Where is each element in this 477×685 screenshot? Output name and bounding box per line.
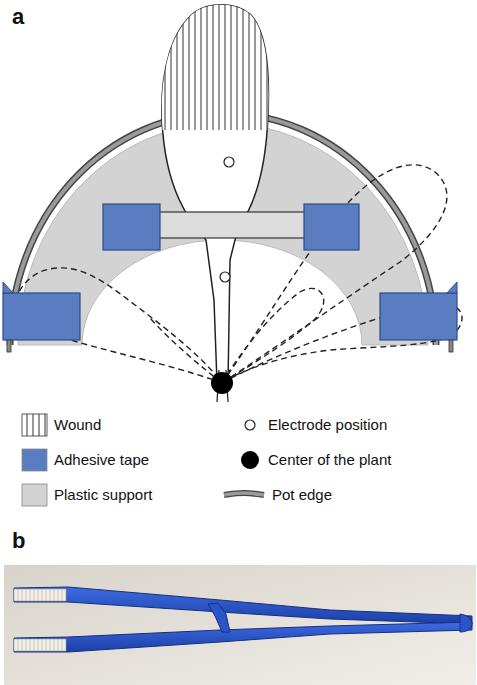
legend-text: Center of the plant [268, 450, 391, 470]
electrode [220, 272, 230, 282]
tweezers-end [460, 614, 472, 632]
tape-flap [447, 282, 457, 293]
center-symbol [241, 451, 259, 469]
legend-sample [22, 484, 47, 506]
legend-sample [224, 493, 264, 495]
pot-pin [7, 340, 11, 352]
tape-flap [3, 282, 13, 293]
leaf-position-outline [222, 288, 324, 383]
tip-texture [18, 589, 62, 651]
legend-sample [22, 414, 47, 436]
legend-sample [245, 420, 255, 430]
legend-text: Wound [54, 415, 101, 435]
photo-background [4, 565, 476, 685]
legend-swatch [22, 484, 47, 506]
wound-edge [162, 130, 268, 131]
legend-sample [22, 449, 47, 471]
legend-text: Pot edge [272, 485, 332, 505]
leaf [162, 5, 269, 383]
panel-label: a [12, 4, 24, 30]
legend-text: Plastic support [54, 485, 152, 505]
adhesive-tape [103, 204, 160, 250]
panel-label: b [12, 528, 25, 554]
adhesive-tape [304, 204, 359, 250]
tweezers-tip [14, 639, 66, 651]
pot-edge-symbol-fill [224, 493, 264, 495]
plant-center [211, 372, 233, 394]
adhesive-tape [3, 293, 80, 340]
electrode [224, 157, 234, 167]
legend-swatch [22, 449, 47, 471]
tweezers-arm [14, 622, 472, 652]
legend-marks [22, 414, 264, 506]
electrode-symbol [245, 420, 255, 430]
adhesive-tape [380, 293, 457, 340]
wound-swatch [22, 414, 47, 436]
legend-sample [241, 451, 259, 469]
pot-pin [449, 340, 453, 352]
legend-text: Adhesive tape [54, 450, 149, 470]
support-bar [156, 212, 308, 238]
pot-edge-symbol [224, 493, 264, 495]
tweezers-hinge [208, 603, 230, 632]
tweezers-tip [14, 589, 66, 601]
leaf-position-outline [150, 318, 222, 383]
wound-area [162, 5, 269, 130]
leaf-positions [17, 165, 463, 383]
legend-text: Electrode position [268, 415, 387, 435]
tweezers-arm [14, 587, 472, 624]
